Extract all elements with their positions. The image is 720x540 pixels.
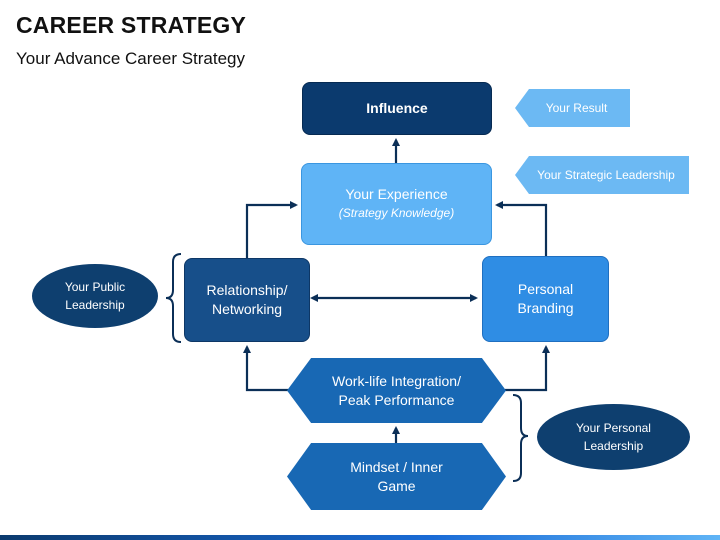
experience-box: Your Experience (Strategy Knowledge) bbox=[301, 163, 492, 245]
experience-sublabel: (Strategy Knowledge) bbox=[338, 206, 455, 220]
worklife-hexagon: Work-life Integration/ Peak Performance bbox=[287, 358, 506, 423]
mindset-label-line2: Game bbox=[377, 477, 416, 494]
page-subtitle: Your Advance Career Strategy bbox=[16, 49, 246, 68]
mindset-label-line1: Mindset / Inner bbox=[350, 458, 443, 475]
bottom-accent-bar bbox=[0, 535, 720, 540]
influence-label: Influence bbox=[366, 100, 428, 116]
personal-leadership-line1: Your Personal bbox=[576, 421, 651, 435]
worklife-label-line2: Peak Performance bbox=[338, 391, 455, 408]
public-leadership-ellipse: Your Public Leadership bbox=[32, 264, 158, 328]
relationship-label-line1: Relationship/ bbox=[206, 282, 288, 298]
branding-label-line2: Branding bbox=[517, 300, 574, 316]
experience-label: Your Experience bbox=[345, 186, 448, 202]
brace-public-leadership bbox=[165, 253, 182, 343]
strategic-tag-label: Your Strategic Leadership bbox=[537, 168, 675, 182]
influence-box: Influence bbox=[302, 82, 492, 135]
arrow-relationship-to-experience bbox=[245, 201, 298, 258]
personal-leadership-ellipse: Your Personal Leadership bbox=[537, 404, 690, 470]
brace-personal-leadership bbox=[512, 394, 529, 482]
personal-leadership-line2: Leadership bbox=[583, 439, 644, 453]
arrow-branding-to-experience bbox=[495, 201, 548, 256]
branding-box: Personal Branding bbox=[482, 256, 609, 342]
result-tag-label: Your Result bbox=[545, 101, 608, 115]
arrow-worklife-to-relationship bbox=[243, 345, 288, 392]
branding-label-line1: Personal bbox=[517, 281, 574, 297]
result-tag: Your Result bbox=[515, 89, 630, 127]
strategic-leadership-tag: Your Strategic Leadership bbox=[515, 156, 689, 194]
page-title: CAREER STRATEGY bbox=[16, 12, 247, 38]
arrow-worklife-to-branding bbox=[505, 345, 550, 392]
worklife-label-line1: Work-life Integration/ bbox=[332, 372, 461, 389]
mindset-hexagon: Mindset / Inner Game bbox=[287, 443, 506, 510]
relationship-box: Relationship/ Networking bbox=[184, 258, 310, 342]
public-leadership-line2: Leadership bbox=[65, 298, 125, 312]
relationship-label-line2: Networking bbox=[211, 301, 283, 317]
public-leadership-line1: Your Public bbox=[64, 280, 126, 294]
